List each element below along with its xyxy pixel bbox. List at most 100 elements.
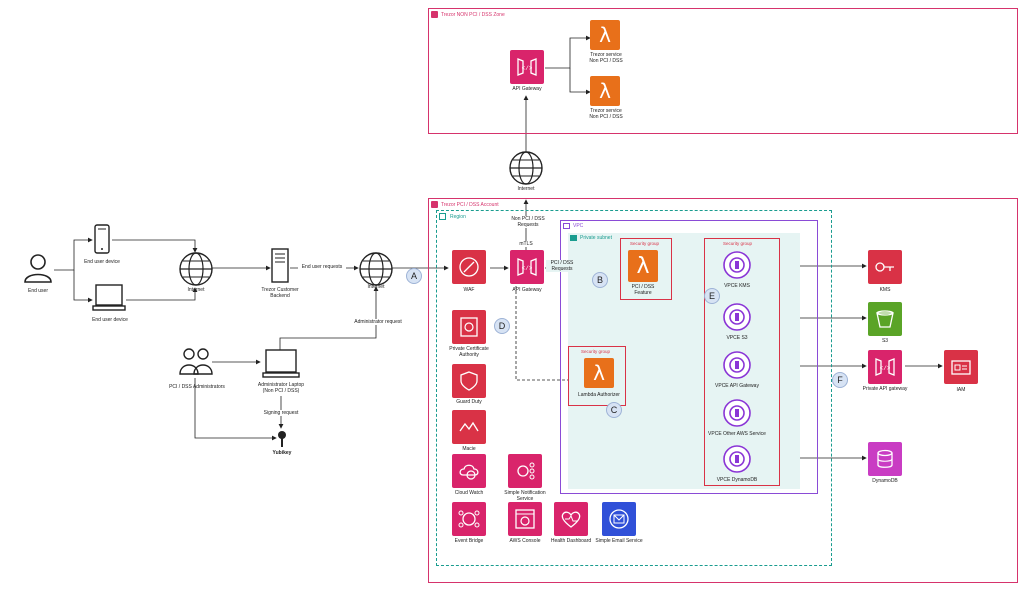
- eventbridge-label: Event Bridge: [454, 538, 484, 544]
- waf-label: WAF: [463, 287, 475, 293]
- globe-icon: [359, 252, 393, 286]
- waf-icon: [452, 250, 486, 284]
- zone-title: Trezor NON PCI / DSS Zone: [441, 12, 505, 18]
- account-icon: [431, 201, 438, 208]
- macie-icon: [452, 410, 486, 444]
- phone-label: End user device: [84, 259, 120, 265]
- internet-mid-label: Internet: [367, 284, 385, 290]
- vpce-other-label: VPCE Other AWS Service: [708, 431, 766, 437]
- end-user-requests-label: End user requests: [298, 264, 346, 270]
- admin-laptop-label: Administrator Laptop (Non PCI / DSS): [257, 382, 305, 394]
- kms-label: KMS: [879, 287, 891, 293]
- security-group-vpce: Security group: [704, 238, 780, 486]
- key-icon: [278, 431, 286, 447]
- laptop-icon: [92, 284, 126, 311]
- zone-title: Trezor PCI / DSS Account: [441, 202, 499, 208]
- guardduty-label: Guard Duty: [456, 399, 482, 405]
- end-user-label: End user: [27, 288, 48, 294]
- dynamodb-icon: [868, 442, 902, 476]
- kms-icon: [868, 250, 902, 284]
- marker-a: A: [406, 268, 422, 284]
- health-label: Health Dashboard: [550, 538, 592, 544]
- pci-requests-label: PCI / DSS Requests: [546, 260, 578, 272]
- vpce-dynamodb-label: VPCE DynamoDB: [716, 477, 758, 483]
- lambda-authorizer-label: Lambda Authorizer: [578, 392, 620, 398]
- aws-console-icon: [508, 502, 542, 536]
- phone-icon: [94, 224, 110, 254]
- s3-label: S3: [881, 338, 889, 344]
- marker-e: E: [704, 288, 720, 304]
- pca-label: Private Certificate Authority: [449, 346, 489, 358]
- admins-label: PCI / DSS Administrators: [169, 384, 225, 390]
- marker-d: D: [494, 318, 510, 334]
- iam-icon: [944, 350, 978, 384]
- region-icon: [439, 213, 446, 220]
- sns-label: Simple Notification Service: [504, 490, 546, 502]
- internet-top-label: Internet: [517, 186, 535, 192]
- private-apigw-label: Private API gateway: [862, 386, 908, 392]
- svg-text:</>: </>: [522, 265, 533, 272]
- internet-left-label: Internet: [187, 287, 205, 293]
- vpc-icon: [563, 223, 570, 229]
- server-icon: [271, 248, 289, 283]
- endpoint-icon: [723, 445, 751, 473]
- cloudwatch-label: Cloud Watch: [454, 490, 484, 496]
- api-gateway-top-label: API Gateway: [512, 86, 542, 92]
- marker-c: C: [606, 402, 622, 418]
- health-dashboard-icon: [554, 502, 588, 536]
- lambda-icon: λ: [628, 250, 658, 282]
- subnet-title: Private subnet: [580, 235, 612, 241]
- guard-duty-icon: [452, 364, 486, 398]
- iam-label: IAM: [956, 387, 966, 393]
- marker-b: B: [592, 272, 608, 288]
- globe-icon: [509, 151, 543, 185]
- zone-icon: [431, 11, 438, 18]
- service-2-label: Trezor service Non PCI / DSS: [589, 108, 623, 120]
- lambda-icon: λ: [590, 20, 620, 50]
- users-icon: [179, 348, 213, 375]
- console-label: AWS Console: [509, 538, 541, 544]
- api-gateway-icon: </>: [510, 50, 544, 84]
- mtls-label: mTLS: [514, 241, 538, 247]
- api-gateway-icon: </>: [510, 250, 544, 284]
- endpoint-icon: [723, 399, 751, 427]
- globe-icon: [179, 252, 213, 286]
- vpc-title: VPC: [573, 223, 584, 229]
- admin-request-label: Administrator request: [350, 319, 406, 325]
- non-pci-zone: Trezor NON PCI / DSS Zone: [428, 8, 1018, 134]
- vpce-apigw-label: VPCE API Gateway: [715, 383, 759, 389]
- vpc-box: VPC: [560, 220, 818, 494]
- marker-f: F: [832, 372, 848, 388]
- yubikey-label: Yubikey: [272, 450, 292, 456]
- user-icon: [24, 254, 52, 283]
- sns-icon: [508, 454, 542, 488]
- backend-label: Trezor Customer Backend: [261, 287, 299, 299]
- vpce-kms-label: VPCE KMS: [724, 283, 750, 289]
- subnet-icon: [570, 235, 577, 241]
- region-box: Region: [436, 210, 832, 566]
- security-group-authorizer: Security group: [568, 346, 626, 406]
- security-group-feature: Security group: [620, 238, 672, 300]
- cloudwatch-icon: [452, 454, 486, 488]
- service-1-label: Trezor service Non PCI / DSS: [589, 52, 623, 64]
- endpoint-icon: [723, 351, 751, 379]
- lambda-icon: λ: [584, 358, 614, 388]
- pci-feature-label: PCI / DSS Feature: [631, 284, 655, 296]
- dynamodb-label: DynamoDB: [872, 478, 898, 484]
- api-gateway-label: API Gateway: [512, 287, 542, 293]
- ses-label: Simple Email Service: [595, 538, 643, 544]
- macie-label: Macie: [462, 446, 476, 452]
- laptop-icon: [262, 349, 300, 378]
- vpce-s3-label: VPCE S3: [726, 335, 748, 341]
- endpoint-icon: [723, 251, 751, 279]
- svg-text:</>: </>: [880, 365, 891, 372]
- laptop-label: End user device: [92, 317, 128, 323]
- svg-text:</>: </>: [522, 65, 533, 72]
- certificate-authority-icon: [452, 310, 486, 344]
- api-gateway-icon: </>: [868, 350, 902, 384]
- lambda-icon: λ: [590, 76, 620, 106]
- endpoint-icon: [723, 303, 751, 331]
- s3-bucket-icon: [868, 302, 902, 336]
- signing-request-label: Signing request: [258, 410, 304, 416]
- non-pci-requests-label: Non PCI / DSS Requests: [504, 216, 552, 228]
